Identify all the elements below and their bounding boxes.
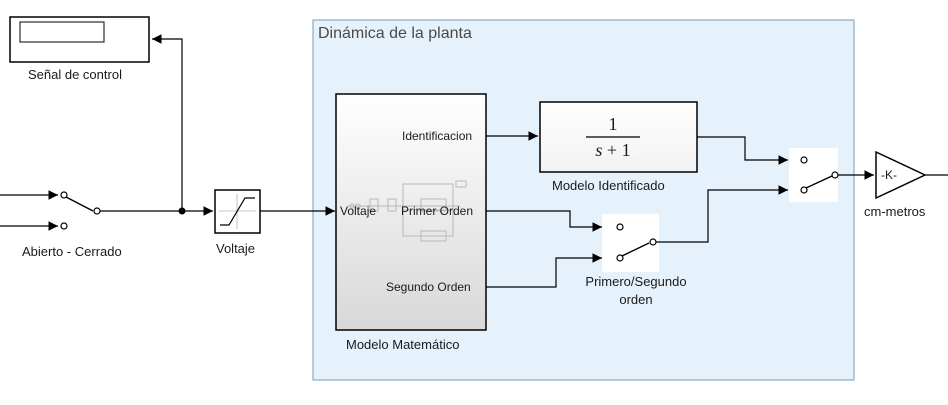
scope-block[interactable] — [9, 16, 150, 63]
switch-order-label-2: orden — [619, 292, 653, 307]
scope-label: Señal de control — [28, 67, 122, 82]
signal-line-segundo-to-switch — [486, 253, 602, 288]
switch-identificado-modelo[interactable] — [789, 148, 839, 202]
transfer-function-block[interactable] — [539, 101, 698, 173]
gain-label: cm-metros — [864, 204, 926, 219]
port-label-primer-orden: Primer Orden — [401, 204, 474, 218]
signal-line-to-scope — [152, 34, 183, 211]
subsystem-title: Dinámica de la planta — [318, 25, 472, 42]
signal-line-primer-to-switch — [486, 210, 602, 232]
gain-value: -K- — [881, 168, 897, 182]
math-model-block[interactable] — [335, 93, 487, 331]
tf-denominator: s + 1 — [580, 141, 646, 159]
tf-numerator: 1 — [608, 114, 618, 134]
switch-loop-label: Abierto - Cerrado — [22, 244, 122, 259]
signal-line-order-to-switch — [656, 185, 788, 243]
tf-denominator-var: s — [595, 140, 603, 160]
saturation-label: Voltaje — [216, 241, 256, 256]
math-model-preview-icon — [348, 180, 467, 242]
saturation-block[interactable] — [214, 189, 261, 234]
tf-denominator-rest: + 1 — [602, 140, 631, 160]
port-label-identificacion: Identificacion — [402, 129, 473, 143]
math-model-label: Modelo Matemático — [346, 337, 460, 352]
port-label-segundo-orden: Segundo Orden — [386, 280, 471, 294]
tf-label: Modelo Identificado — [552, 178, 665, 193]
signal-line-tf-to-switch — [697, 136, 788, 165]
switch-order-label-1: Primero/Segundo — [585, 274, 687, 289]
gain-block[interactable] — [875, 150, 927, 200]
switch-primer-segundo[interactable] — [602, 214, 659, 272]
switch-abierto-cerrado[interactable] — [0, 190, 101, 231]
port-label-voltaje: Voltaje — [340, 204, 377, 218]
